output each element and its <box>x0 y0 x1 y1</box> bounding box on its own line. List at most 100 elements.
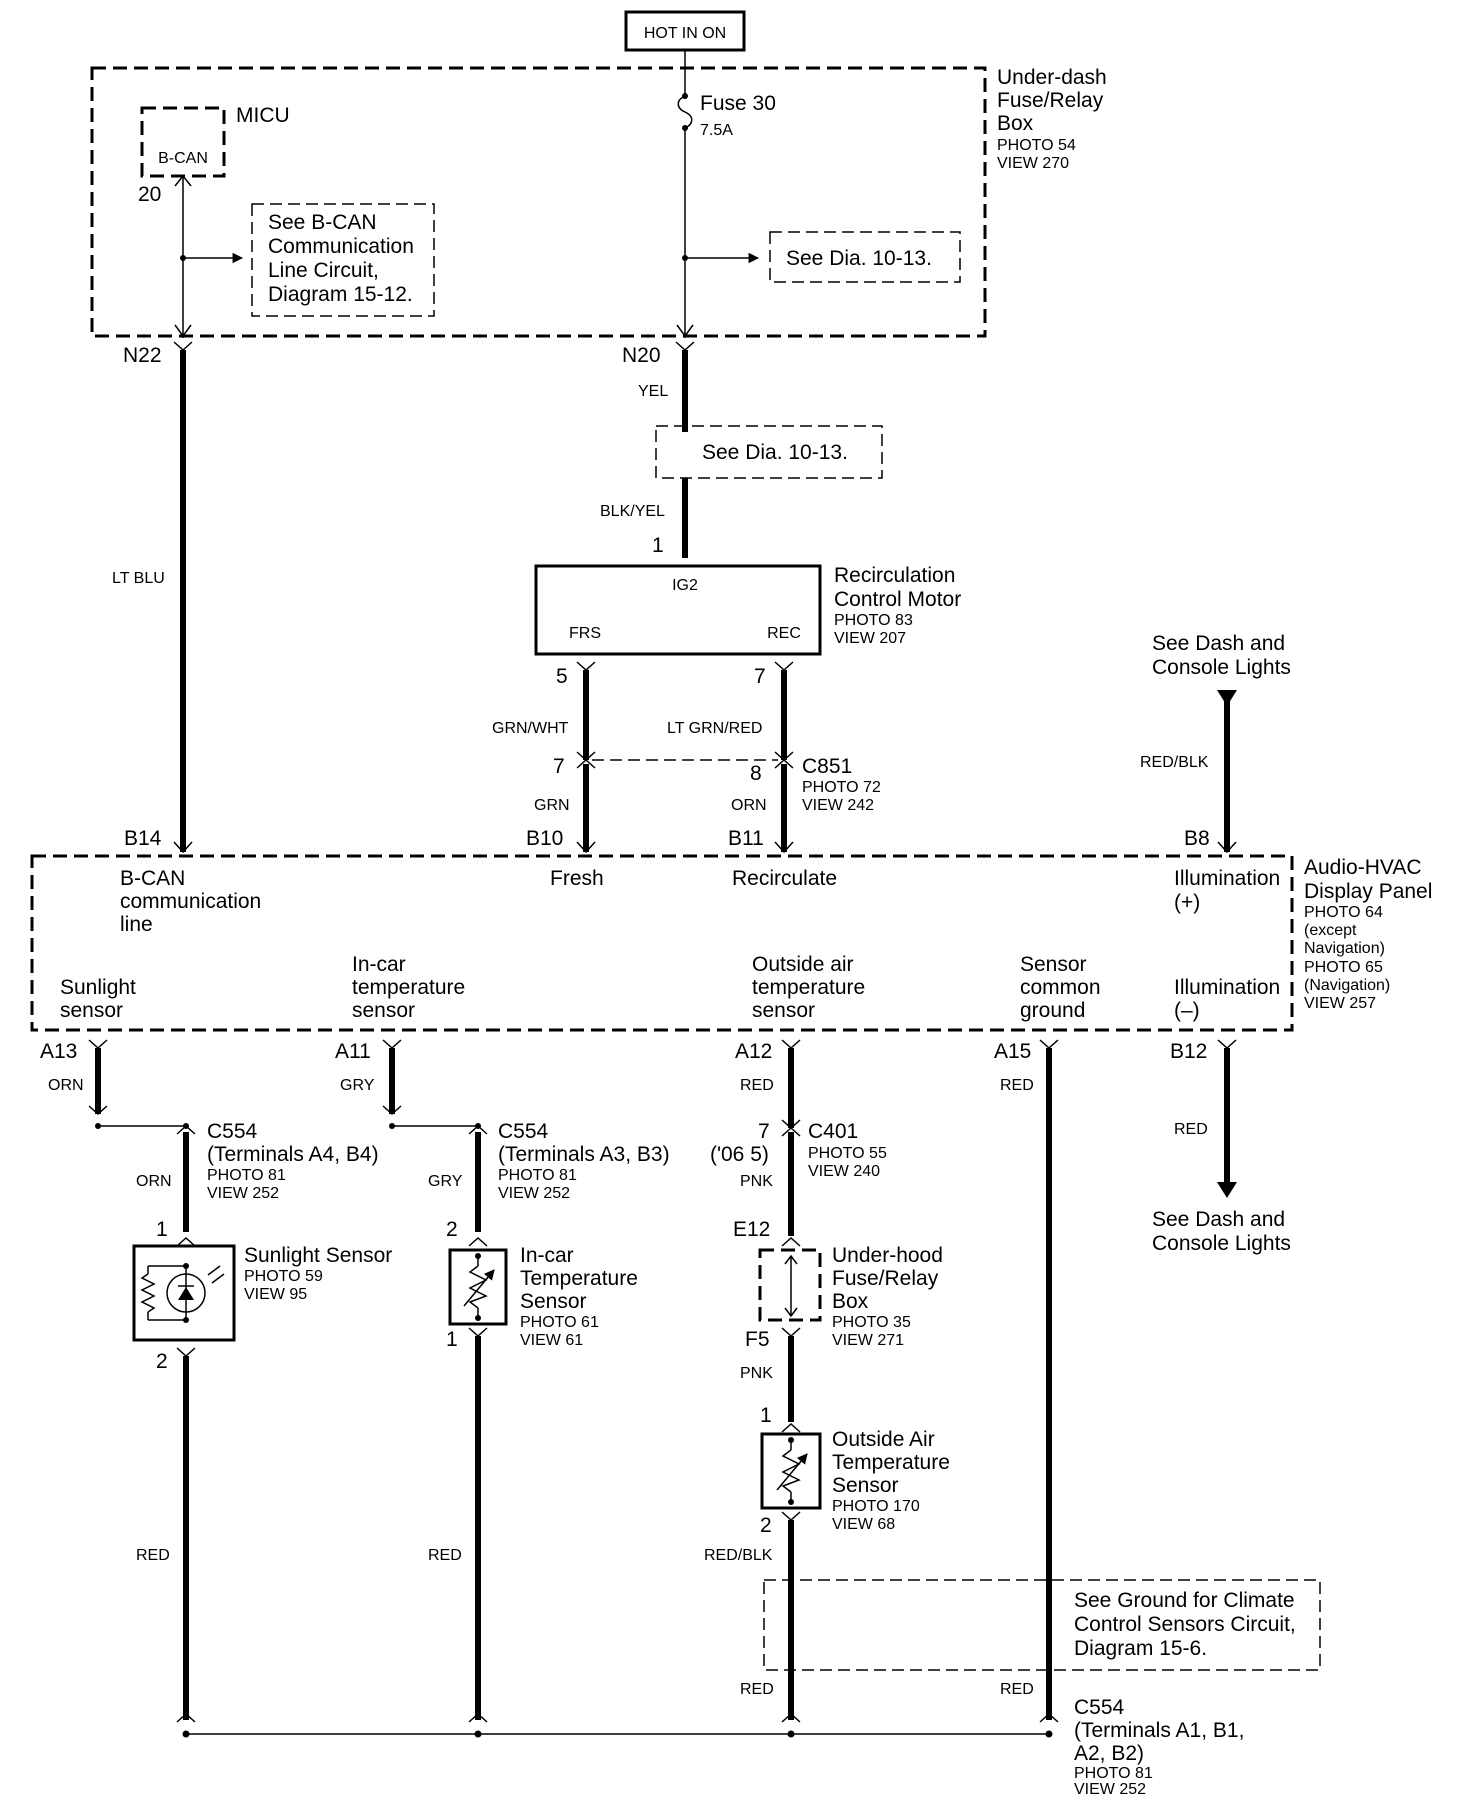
pin-b10: B10 <box>526 827 563 850</box>
panel-sunlight-2: sensor <box>60 999 123 1022</box>
panel-sunlight-1: Sunlight <box>60 976 136 999</box>
panel-note-2: (except <box>1304 922 1357 939</box>
underdash-title-2: Fuse/Relay <box>997 89 1104 112</box>
motor-ig2: IG2 <box>672 577 698 594</box>
wire-yel: YEL <box>638 383 668 400</box>
wire-red-ic: RED <box>428 1547 462 1564</box>
outside-view: VIEW 68 <box>832 1516 895 1533</box>
motor-title-2: Control Motor <box>834 588 961 611</box>
wire-pnk-2: PNK <box>740 1365 773 1382</box>
pin-e12: E12 <box>733 1218 770 1241</box>
panel-title-1: Audio-HVAC <box>1304 856 1422 879</box>
sunlight-sensor: Sunlight Sensor PHOTO 59 VIEW 95 <box>132 1244 392 1342</box>
pin-f5: F5 <box>745 1328 770 1351</box>
c554-b-name: C554 <box>498 1120 549 1143</box>
micu-title: MICU <box>236 104 290 127</box>
incar-photo: PHOTO 61 <box>520 1314 599 1331</box>
c851-name: C851 <box>802 755 852 778</box>
wire-orn-c851: ORN <box>731 797 767 814</box>
underhood-photo: PHOTO 35 <box>832 1314 911 1331</box>
fuse-30: Fuse 30 7.5A <box>677 68 776 139</box>
c554-a-view: VIEW 252 <box>207 1185 279 1202</box>
outside-air-temperature-sensor: Outside Air Temperature Sensor PHOTO 170… <box>760 1428 950 1533</box>
micu-bcan: B-CAN <box>158 150 208 167</box>
c401-name: C401 <box>808 1120 858 1143</box>
pin-c851-8: 8 <box>750 762 762 785</box>
micu: MICU B-CAN 20 <box>138 104 290 206</box>
outside-photo: PHOTO 170 <box>832 1498 920 1515</box>
c554-c-terms-1: (Terminals A1, B1, <box>1074 1719 1244 1742</box>
underdash-title-3: Box <box>997 112 1034 135</box>
panel-illum-minus-2: (–) <box>1174 999 1200 1022</box>
dia-ref-2: See Dia. 10-13. <box>655 425 883 479</box>
panel-common-1: Sensor <box>1020 953 1087 976</box>
wire-red-a15-bottom: RED <box>1000 1681 1034 1698</box>
c554-a-name: C554 <box>207 1120 258 1143</box>
c554-c-view: VIEW 252 <box>1074 1781 1146 1796</box>
dash-lights-top-1: See Dash and <box>1152 632 1285 655</box>
incar-title-3: Sensor <box>520 1290 587 1313</box>
c401-view: VIEW 240 <box>808 1163 880 1180</box>
underhood-title-2: Fuse/Relay <box>832 1267 939 1290</box>
bcan-ref-3: Line Circuit, <box>268 259 379 282</box>
motor-frs: FRS <box>569 625 601 642</box>
panel-outside-2: temperature <box>752 976 865 999</box>
panel-bcan-2: communication <box>120 890 261 913</box>
pin-motor-1: 1 <box>652 534 664 557</box>
panel-common-3: ground <box>1020 999 1085 1022</box>
incar-title-1: In-car <box>520 1244 574 1267</box>
pin-a11: A11 <box>335 1040 371 1063</box>
wire-blk-yel: BLK/YEL <box>600 503 665 520</box>
panel-fresh: Fresh <box>550 867 604 890</box>
sunlight-sensor-view: VIEW 95 <box>244 1286 307 1303</box>
hot-in-on-box: HOT IN ON <box>624 10 746 52</box>
pin-a15: A15 <box>994 1040 1031 1063</box>
wire-red-oa-bottom: RED <box>740 1681 774 1698</box>
c401-photo: PHOTO 55 <box>808 1145 887 1162</box>
dia-ref-2-label: See Dia. 10-13. <box>702 441 848 464</box>
c554-a-photo: PHOTO 81 <box>207 1167 286 1184</box>
motor-photo: PHOTO 83 <box>834 612 913 629</box>
wire-grn-wht: GRN/WHT <box>492 720 569 737</box>
wire-red-ss: RED <box>136 1547 170 1564</box>
underdash-photo: PHOTO 54 <box>997 137 1076 154</box>
wire-orn-2: ORN <box>136 1173 172 1190</box>
dia-ref-1-label: See Dia. 10-13. <box>786 247 932 270</box>
panel-note-1: PHOTO 64 <box>1304 904 1383 921</box>
bcan-ref-2: Communication <box>268 235 414 258</box>
panel-outside-1: Outside air <box>752 953 854 976</box>
pin-c851-7: 7 <box>553 755 565 778</box>
c554-a: C554 (Terminals A4, B4) PHOTO 81 VIEW 25… <box>207 1120 379 1202</box>
pin-a12: A12 <box>735 1040 772 1063</box>
sunlight-sensor-photo: PHOTO 59 <box>244 1268 323 1285</box>
wire-gry-a11: GRY <box>340 1077 375 1094</box>
wire-pnk-1: PNK <box>740 1173 773 1190</box>
underhood-fuse-relay-box: Under-hood Fuse/Relay Box PHOTO 35 VIEW … <box>758 1244 943 1349</box>
pin-b11: B11 <box>728 827 764 850</box>
wire-red-b12: RED <box>1174 1121 1208 1138</box>
panel-note-4: PHOTO 65 <box>1304 959 1383 976</box>
fuse-rating: 7.5A <box>700 122 733 139</box>
dia-ref-1: See Dia. 10-13. <box>769 231 961 283</box>
outside-title-3: Sensor <box>832 1474 899 1497</box>
panel-recirculate: Recirculate <box>732 867 837 890</box>
panel-title-2: Display Panel <box>1304 880 1432 903</box>
c554-c-photo: PHOTO 81 <box>1074 1765 1153 1782</box>
outside-title-2: Temperature <box>832 1451 950 1474</box>
panel-incar-3: sensor <box>352 999 415 1022</box>
panel-common-2: common <box>1020 976 1101 999</box>
pin-ic-1: 1 <box>446 1328 458 1351</box>
c851-view: VIEW 242 <box>802 797 874 814</box>
bcan-reference: See B-CAN Communication Line Circuit, Di… <box>251 203 435 317</box>
underdash-title-1: Under-dash <box>997 66 1107 89</box>
c554-c-name: C554 <box>1074 1696 1125 1719</box>
c851-photo: PHOTO 72 <box>802 779 881 796</box>
pin-a13: A13 <box>40 1040 77 1063</box>
motor-view: VIEW 207 <box>834 630 906 647</box>
panel-illum-minus-1: Illumination <box>1174 976 1280 999</box>
underhood-view: VIEW 271 <box>832 1332 904 1349</box>
motor-rec: REC <box>767 625 801 642</box>
c401-connector: C401 ('06 5) PHOTO 55 VIEW 240 <box>710 1120 887 1180</box>
wire-gry-2: GRY <box>428 1173 463 1190</box>
wire-red-blk-top: RED/BLK <box>1140 754 1209 771</box>
